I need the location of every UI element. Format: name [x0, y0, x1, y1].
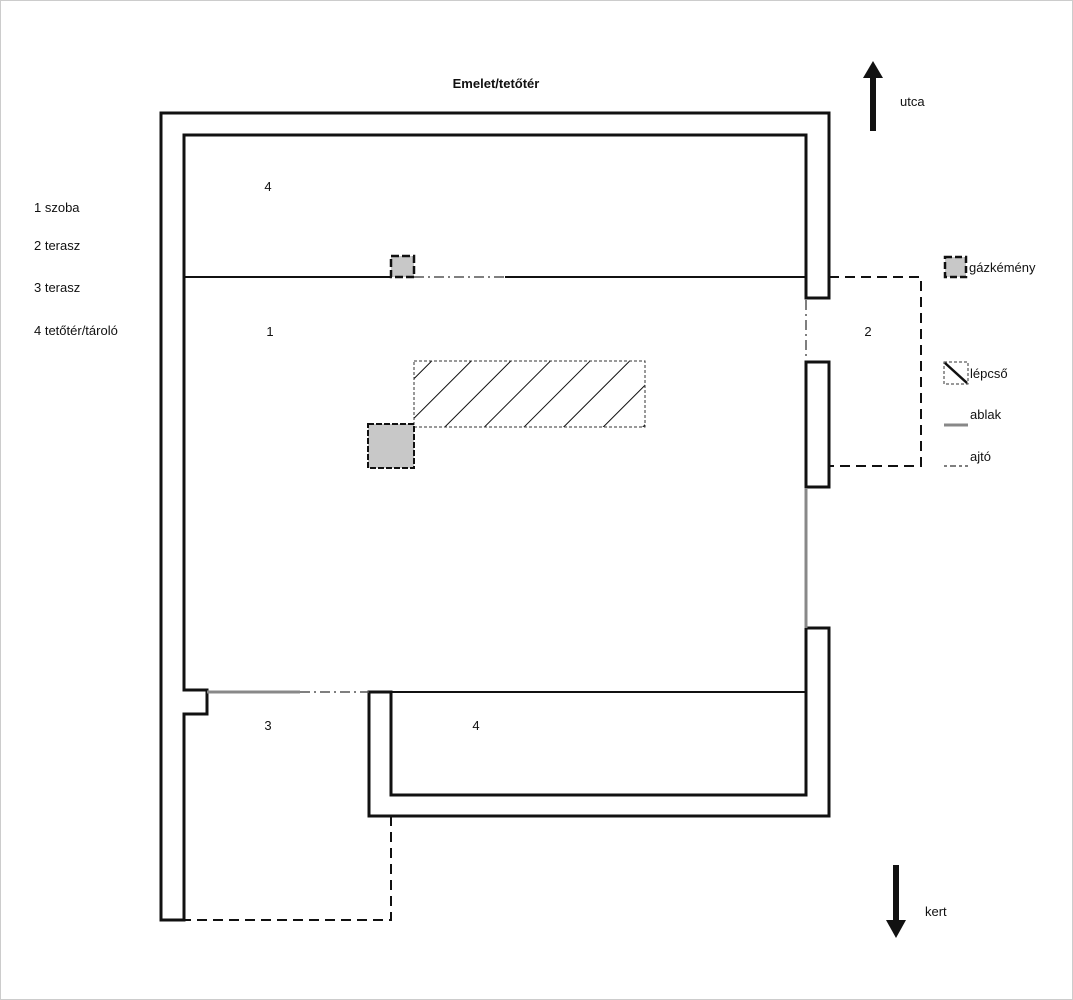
room-label-2: 2 — [864, 324, 871, 339]
terrace-3-outline — [184, 816, 392, 921]
wall-segment-east — [804, 360, 831, 489]
legend-stairs-label: lépcső — [970, 366, 1008, 381]
legend-stairs-hatch — [944, 362, 968, 384]
terrace-2-outline — [829, 276, 922, 467]
direction-south-label: kert — [925, 904, 947, 919]
direction-north-label: utca — [900, 94, 925, 109]
room-label-3: 3 — [264, 718, 271, 733]
legend-window-label: ablak — [970, 407, 1002, 422]
chimney-small — [389, 254, 416, 279]
legend-room-1: 1 szoba — [34, 200, 80, 215]
chimney-large — [367, 423, 415, 469]
legend-room-2: 2 terasz — [34, 238, 80, 253]
arrow-up-icon — [863, 61, 883, 131]
legend-room-4: 4 tetőtér/tároló — [34, 323, 118, 338]
arrow-down-icon — [886, 865, 906, 938]
stairs — [413, 360, 646, 428]
legend-stairs-icon — [943, 361, 969, 385]
room-label-4-bottom: 4 — [472, 718, 479, 733]
storage-wall — [367, 626, 831, 818]
room-label-4-top: 4 — [264, 179, 271, 194]
legend-door-label: ajtó — [970, 449, 991, 464]
room-label-1: 1 — [266, 324, 273, 339]
legend-room-3: 3 terasz — [34, 280, 80, 295]
legend-chimney-icon — [943, 255, 968, 279]
legend-chimney-label: gázkémény — [969, 260, 1036, 275]
plan-title: Emelet/tetőtér — [453, 76, 540, 91]
